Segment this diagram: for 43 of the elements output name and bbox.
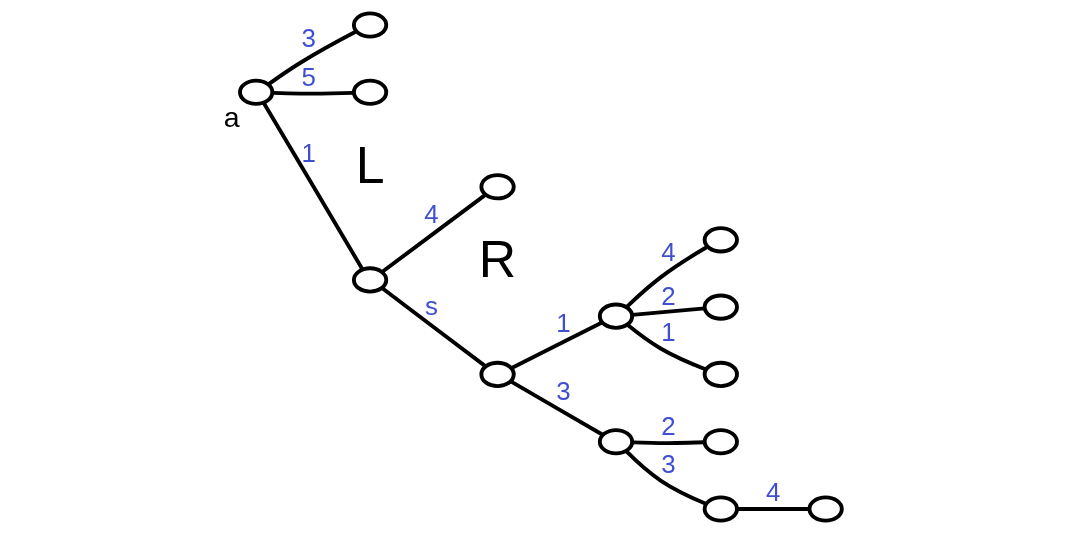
node-circle [351,266,389,294]
node-circle [702,428,739,456]
node-circle [238,78,275,106]
node-circle [702,360,739,388]
label: L [355,135,385,194]
node-circle [479,360,516,388]
node-circle [351,78,389,106]
edge-label: 3 [661,449,676,478]
node-circle [807,495,844,523]
edge-label: 1 [301,139,316,168]
connector [267,29,357,86]
connector [626,323,707,372]
label: R [478,230,517,289]
node-circle [479,173,516,201]
node-circle [702,226,739,254]
edge-label: 1 [661,317,676,346]
edge-label: 2 [661,281,676,310]
edge-label: 1 [556,308,571,337]
connector [380,193,487,274]
edge-label: 4 [661,237,676,266]
connector [262,101,365,271]
connector [380,286,487,368]
node-circle [351,11,389,39]
node-label: a [223,100,240,133]
edge-label: s [425,291,439,320]
connector [510,320,603,370]
connector [632,440,705,445]
connector [632,306,705,317]
connector [509,379,604,437]
connector [272,90,354,96]
edge-label: 4 [424,200,439,228]
connector [625,245,709,309]
edge-label: 3 [301,23,316,52]
node-circle [702,293,739,321]
connector [737,507,810,511]
edge-label: 2 [661,412,676,441]
node-circle [702,495,739,523]
edge-label: 5 [301,62,316,91]
connector [624,449,707,506]
edge-label: 3 [556,377,571,406]
edge-label: 4 [766,478,781,507]
node-circle [597,302,635,330]
node-circle [597,428,635,456]
